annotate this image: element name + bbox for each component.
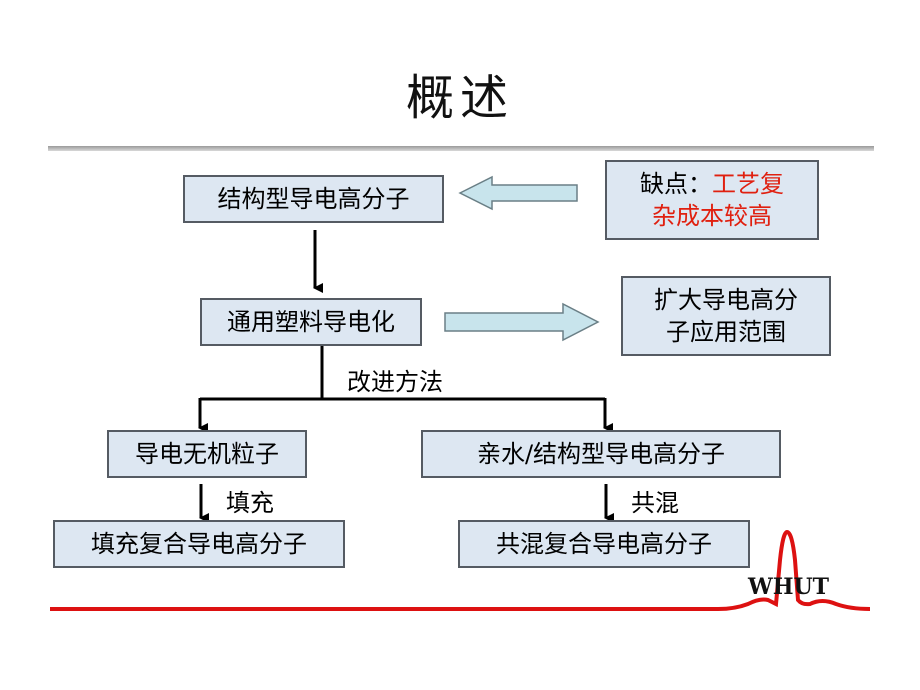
expand-line1: 扩大导电高分 (654, 286, 798, 314)
title-divider (48, 146, 874, 151)
expand-line2: 子应用范围 (666, 318, 786, 346)
right-block-arrow (444, 302, 600, 342)
box-expand-application: 扩大导电高分 子应用范围 (621, 276, 831, 356)
box-structural-polymer: 结构型导电高分子 (183, 175, 444, 223)
box-blended-composite: 共混复合导电高分子 (458, 520, 750, 568)
box-plastics-conductive-label: 通用塑料导电化 (227, 308, 395, 336)
whut-logo-text: WHUT (748, 574, 830, 600)
label-blend: 共混 (631, 489, 679, 517)
drawback-text2: 杂成本较高 (652, 202, 772, 230)
box-hydrophilic-polymer-label: 亲水/结构型导电高分子 (476, 440, 726, 468)
drawback-prefix: 缺点： (640, 170, 712, 198)
label-fill: 填充 (226, 489, 274, 517)
left-block-arrow (458, 175, 578, 211)
slide-title: 概述 (405, 70, 514, 126)
box-structural-polymer-label: 结构型导电高分子 (217, 185, 410, 213)
box-inorganic-particles: 导电无机粒子 (107, 430, 307, 478)
logo-pulse-line (50, 529, 871, 611)
box-filled-composite: 填充复合导电高分子 (53, 520, 345, 568)
box-filled-composite-label: 填充复合导电高分子 (91, 530, 307, 558)
box-hydrophilic-polymer: 亲水/结构型导电高分子 (421, 430, 781, 478)
label-improve-method: 改进方法 (347, 368, 443, 396)
box-plastics-conductive: 通用塑料导电化 (200, 298, 422, 346)
box-blended-composite-label: 共混复合导电高分子 (496, 530, 712, 558)
box-inorganic-particles-label: 导电无机粒子 (135, 440, 279, 468)
drawback-line1: 缺点：工艺复 (640, 168, 784, 200)
box-drawback: 缺点：工艺复 杂成本较高 (605, 160, 819, 240)
drawback-text1: 工艺复 (712, 170, 784, 198)
